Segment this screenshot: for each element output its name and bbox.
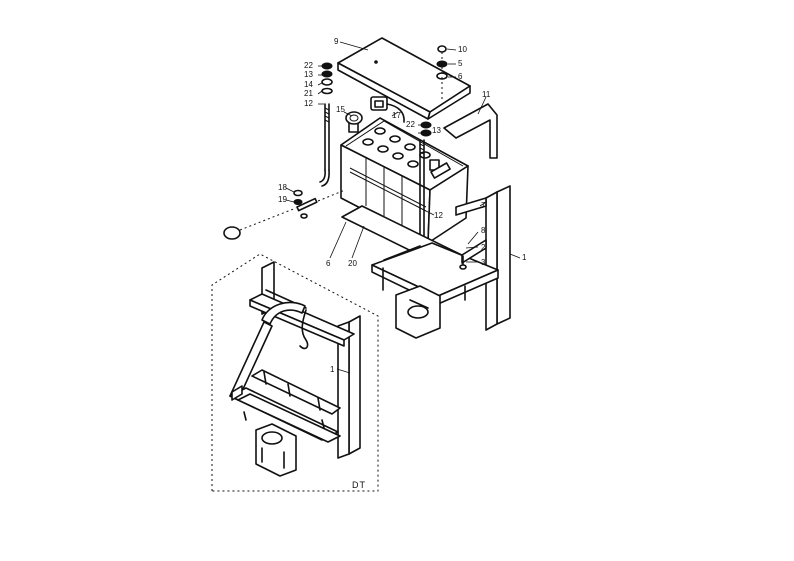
callout-21: 21 bbox=[304, 89, 313, 98]
dt-variant-group: DT bbox=[211, 253, 379, 492]
nut-washer-stack-right bbox=[420, 121, 432, 137]
callout-13: 13 bbox=[304, 70, 313, 79]
battery bbox=[340, 117, 469, 244]
battery-vent-caps bbox=[362, 127, 431, 168]
callout-19: 19 bbox=[278, 195, 287, 204]
callout-6: 6 bbox=[458, 72, 463, 81]
leader-lines bbox=[285, 41, 521, 374]
tool-handle bbox=[223, 207, 297, 240]
callout-9: 9 bbox=[334, 37, 339, 46]
callout-18: 18 bbox=[278, 183, 287, 192]
callout-20: 20 bbox=[348, 259, 357, 268]
hold-down-bolt-left bbox=[319, 103, 330, 187]
hold-down-strap bbox=[443, 103, 498, 159]
callout-8: 8 bbox=[481, 226, 486, 235]
callout-1b: 1 bbox=[330, 365, 335, 374]
battery-cover bbox=[337, 37, 471, 120]
callout-3: 3 bbox=[481, 258, 486, 267]
callout-11: 11 bbox=[482, 90, 491, 99]
callout-22b: 22 bbox=[406, 120, 415, 129]
battery-bracket-dt bbox=[229, 261, 361, 477]
callout-22: 22 bbox=[304, 61, 313, 70]
part-callouts: 9 10 5 6 22 13 14 21 12 15 17 22 13 11 1… bbox=[278, 37, 527, 374]
callout-14: 14 bbox=[304, 80, 313, 89]
callout-1: 1 bbox=[522, 253, 527, 262]
mounting-bolt bbox=[293, 189, 346, 219]
callout-12b: 12 bbox=[434, 211, 443, 220]
callout-7: 7 bbox=[481, 201, 486, 210]
dt-label: DT bbox=[352, 480, 366, 490]
callout-5: 5 bbox=[458, 59, 463, 68]
callout-2: 2 bbox=[481, 243, 486, 252]
callout-6b: 6 bbox=[326, 259, 331, 268]
callout-17: 17 bbox=[392, 111, 401, 120]
callout-12: 12 bbox=[304, 99, 313, 108]
callout-15: 15 bbox=[336, 105, 345, 114]
callout-13b: 13 bbox=[432, 126, 441, 135]
battery-bracket-main bbox=[371, 185, 511, 339]
cover-bolt-stack bbox=[436, 45, 448, 100]
nut-washer-stack-left bbox=[321, 62, 333, 95]
callout-10: 10 bbox=[458, 45, 467, 54]
